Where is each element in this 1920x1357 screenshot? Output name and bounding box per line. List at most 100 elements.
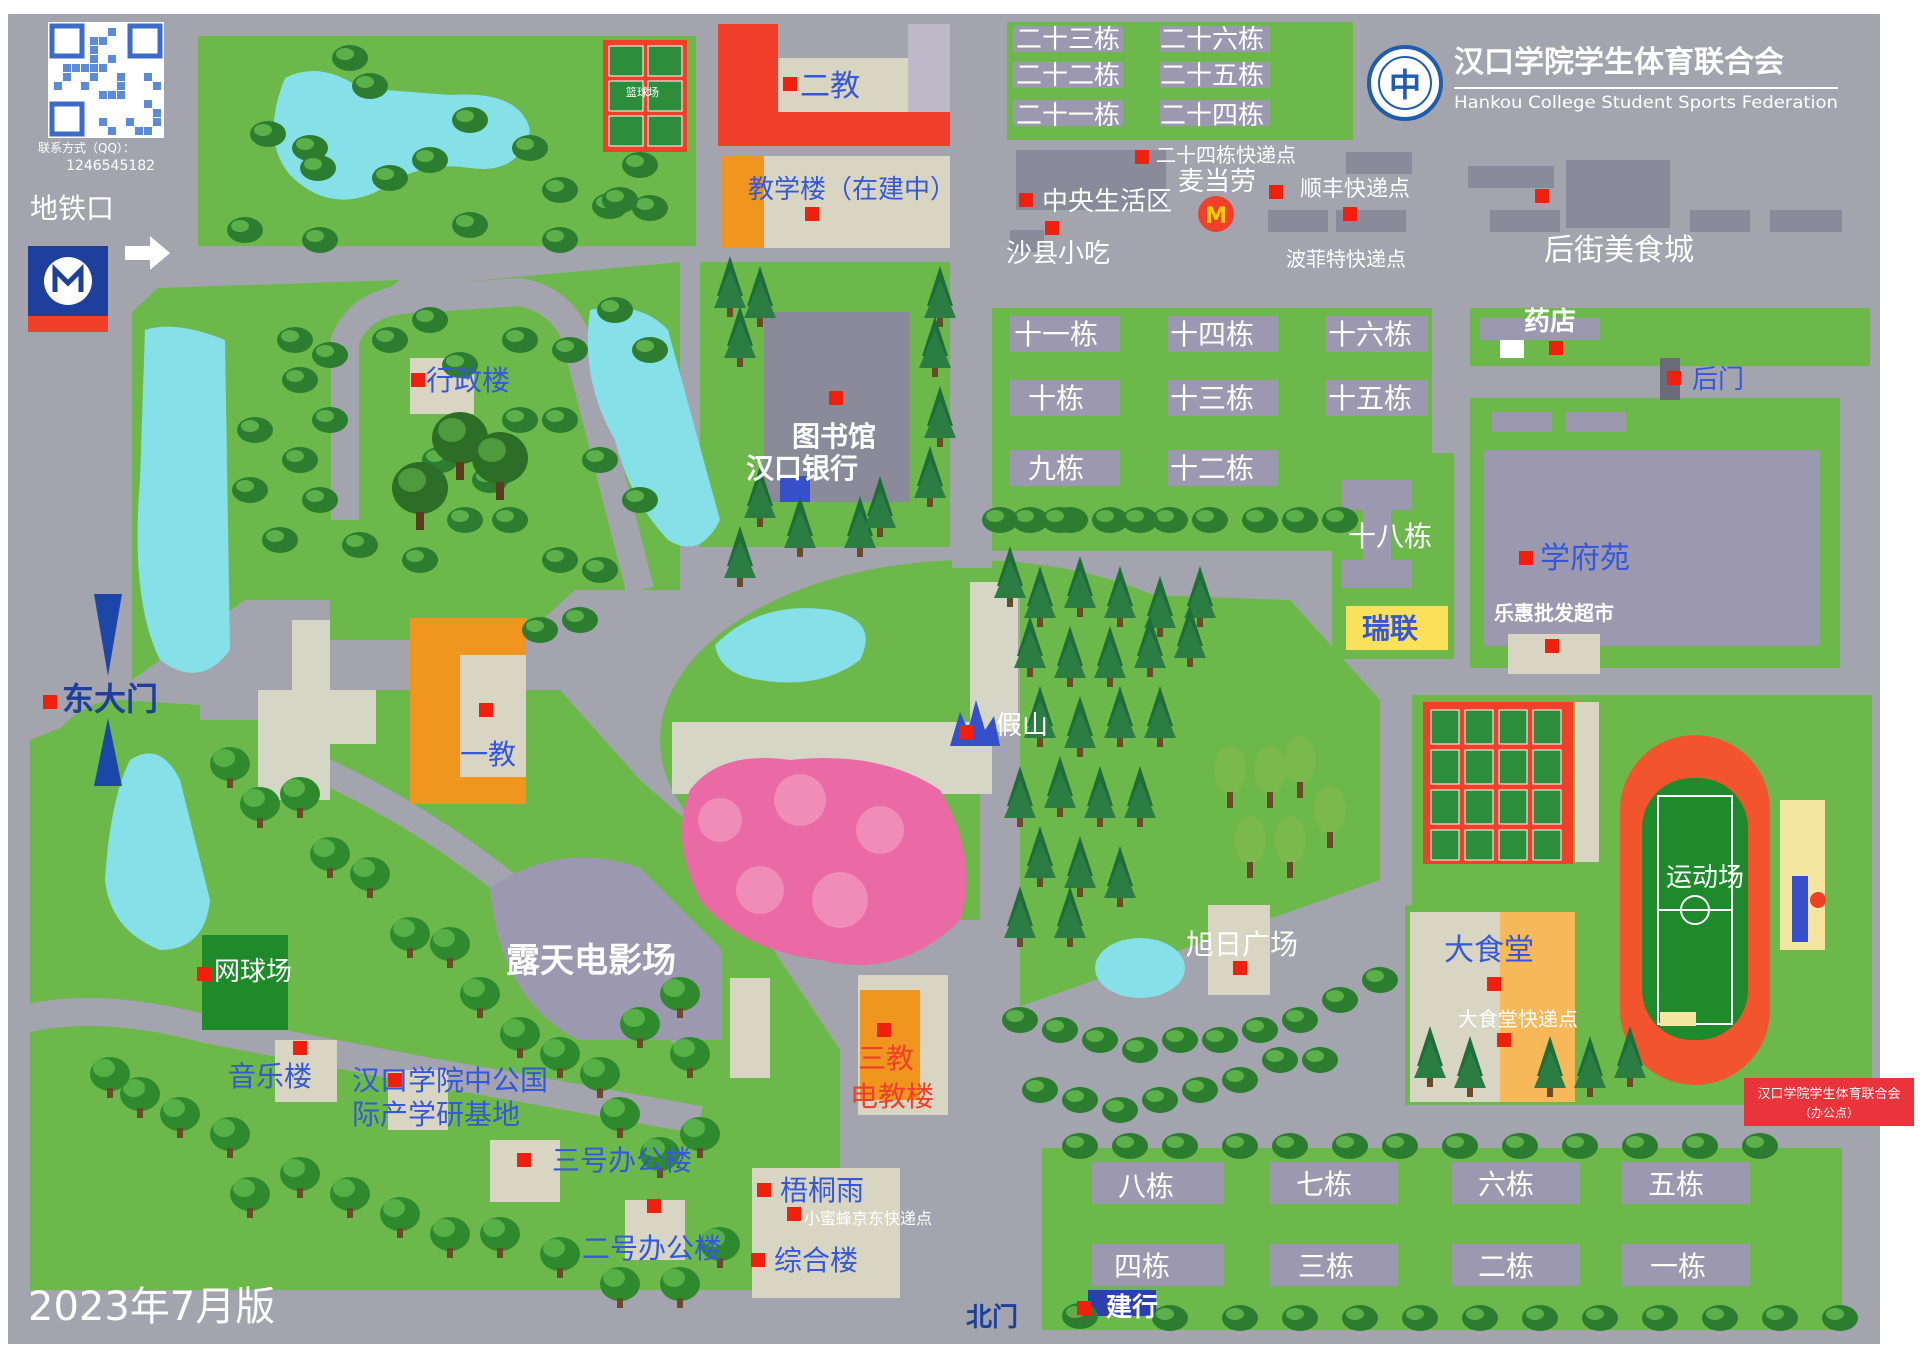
qr-cell — [117, 82, 125, 90]
dorm-4-label: 四栋 — [1114, 1250, 1170, 1283]
bush — [1162, 1027, 1198, 1053]
dorm-5-label: 五栋 — [1648, 1168, 1704, 1201]
bush — [352, 73, 388, 99]
location-marker — [751, 1253, 765, 1267]
bush — [1002, 1007, 1038, 1033]
qr-cell — [153, 82, 161, 90]
north-gate-label: 北门 — [966, 1303, 1018, 1333]
xuefuyuan-label: 学府苑 — [1540, 541, 1630, 576]
bush — [1062, 1087, 1098, 1113]
location-marker — [1019, 193, 1033, 207]
bush — [1242, 507, 1278, 533]
org-name-en: Hankou College Student Sports Federation — [1454, 93, 1838, 113]
location-marker — [1077, 1301, 1091, 1315]
bush — [512, 135, 548, 161]
qr-cell — [90, 46, 98, 54]
zonghe-building-label: 综合楼 — [774, 1244, 858, 1277]
bush — [1242, 1017, 1278, 1043]
central-life-label: 中央生活区 — [1042, 187, 1172, 217]
bush — [1202, 1027, 1238, 1053]
bush — [542, 547, 578, 573]
bush — [1162, 1133, 1198, 1159]
bush — [1702, 1305, 1738, 1331]
bush — [542, 177, 578, 203]
bush — [1682, 1133, 1718, 1159]
location-marker — [1667, 371, 1681, 385]
office-tag-text-2: （办公点） — [1799, 1105, 1859, 1120]
bush — [542, 227, 578, 253]
office-tag-text-1: 汉口学院学生体育联合会 — [1757, 1086, 1900, 1102]
dorm-2-label: 二栋 — [1478, 1250, 1534, 1283]
bush — [602, 187, 638, 213]
location-marker — [1233, 961, 1247, 975]
location-marker — [647, 1199, 661, 1213]
research-base-label-2: 际产学研基地 — [352, 1098, 520, 1131]
dorm-10-label: 十栋 — [1028, 382, 1084, 415]
food-street-label: 后街美食城 — [1544, 233, 1694, 268]
dorm-13-label: 十三栋 — [1170, 382, 1254, 415]
tennis-court-label: 网球场 — [214, 957, 292, 987]
dorm-12-label: 十二栋 — [1170, 452, 1254, 485]
svg-text:中: 中 — [1389, 66, 1421, 104]
cherry-blossom — [682, 758, 967, 965]
dorm-24-label: 二十四栋 — [1160, 101, 1264, 131]
qr-cell — [126, 118, 134, 126]
bush — [542, 407, 578, 433]
pharmacy-label: 药店 — [1524, 307, 1576, 337]
bush — [1062, 1133, 1098, 1159]
bush — [562, 607, 598, 633]
bush — [1402, 1305, 1438, 1331]
buildings: M — [28, 24, 1842, 1316]
qr-cell — [72, 64, 80, 72]
shaxian-label: 沙县小吃 — [1006, 239, 1110, 269]
bush — [1582, 1305, 1618, 1331]
ruilian-label: 瑞联 — [1362, 612, 1418, 645]
bofeite-express-label: 波菲特快递点 — [1286, 247, 1406, 271]
qr-cell — [108, 127, 116, 135]
bush — [522, 617, 558, 643]
qr-cell — [135, 127, 143, 135]
location-marker — [411, 373, 425, 387]
qr-code[interactable] — [48, 22, 164, 138]
bush — [1022, 1077, 1058, 1103]
yi-jiao-label: 一教 — [460, 738, 516, 771]
bush — [1762, 1305, 1798, 1331]
bush — [1282, 507, 1318, 533]
bush — [452, 212, 488, 238]
admin-building-label: 行政楼 — [426, 364, 510, 397]
dorm-6-label: 六栋 — [1478, 1168, 1534, 1201]
dorm-8-label: 八栋 — [1118, 1170, 1174, 1203]
location-marker — [517, 1153, 531, 1167]
location-marker — [877, 1023, 891, 1037]
qr-cell — [99, 64, 107, 72]
bush — [1122, 1037, 1158, 1063]
sf-express-label: 顺丰快递点 — [1300, 177, 1410, 202]
qr-contact-number: 1246545182 — [66, 158, 155, 174]
federation-office-tag[interactable]: 汉口学院学生体育联合会 （办公点） — [1744, 1078, 1914, 1126]
dorm-21-label: 二十一栋 — [1016, 101, 1120, 131]
location-marker — [1343, 207, 1357, 221]
metro-entrance-label: 地铁口 — [30, 192, 114, 225]
bush — [282, 447, 318, 473]
dorm-15-label: 十五栋 — [1328, 382, 1412, 415]
location-marker — [1549, 341, 1563, 355]
qr-cell — [153, 109, 161, 117]
qr-cell — [99, 91, 107, 99]
qr-cell — [81, 82, 89, 90]
bush — [1082, 1027, 1118, 1053]
location-marker — [1045, 221, 1059, 235]
construction-bank-label: 建行 — [1106, 1292, 1158, 1323]
bush — [1302, 1047, 1338, 1073]
bush — [1332, 1133, 1368, 1159]
teaching-building-label: 教学楼（在建中） — [748, 175, 956, 205]
bush — [1362, 967, 1398, 993]
qr-contact-label: 联系方式（QQ）： — [38, 140, 135, 155]
big-canteen-label: 大食堂 — [1444, 933, 1534, 968]
bush — [1192, 507, 1228, 533]
stadium-label: 运动场 — [1666, 863, 1744, 893]
dorm-26-label: 二十六栋 — [1160, 25, 1264, 55]
bush — [1042, 507, 1078, 533]
wutongyu-label: 梧桐雨 — [780, 1174, 864, 1207]
location-marker — [1135, 150, 1149, 164]
location-marker — [959, 725, 973, 739]
